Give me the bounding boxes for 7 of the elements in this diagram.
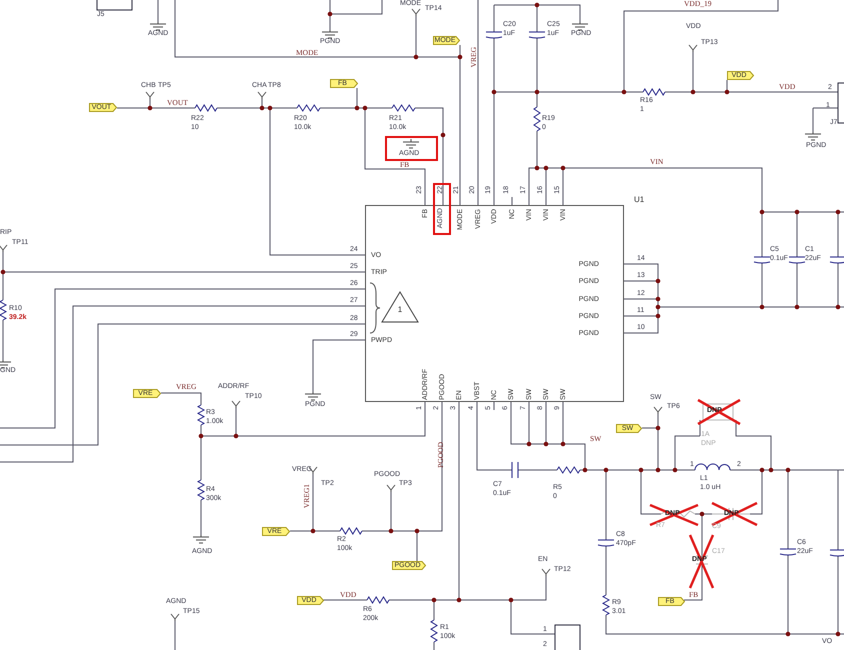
note-triangle: 1 <box>381 291 419 323</box>
wire <box>416 402 442 562</box>
part-designator: U1 <box>634 195 644 204</box>
wire <box>356 88 426 206</box>
highlight-box <box>433 183 451 235</box>
highlight-box <box>385 136 438 161</box>
wire <box>510 402 658 470</box>
